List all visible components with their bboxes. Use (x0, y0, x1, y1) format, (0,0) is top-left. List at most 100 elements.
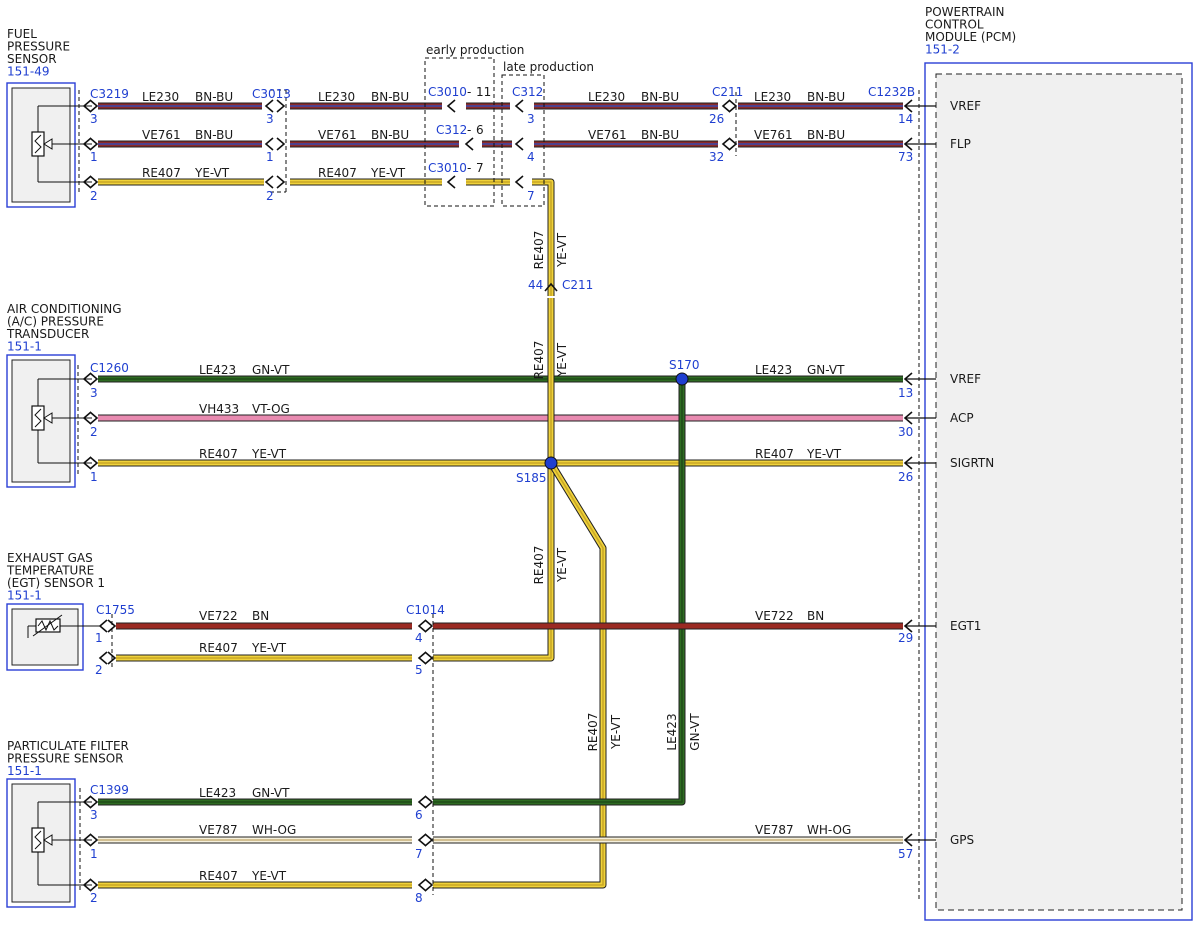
connector-arrow (82, 99, 92, 113)
pcm-module-name: POWERTRAIN (925, 5, 1005, 19)
connector-dash: - (467, 85, 471, 99)
connector-label: C211 (562, 278, 593, 292)
wire-re407-d-stripe (532, 181, 552, 296)
ac-module-ref: 151-1 (7, 340, 42, 354)
connector-arrow (89, 99, 99, 113)
connector-arrow (264, 175, 274, 189)
connector-arrow (728, 99, 738, 113)
connector-label: C3013 (252, 87, 291, 101)
pin-number: 1 (90, 847, 98, 861)
connector-arrow (89, 878, 99, 892)
pin-number: 2 (90, 891, 98, 905)
wire-color-label: YE-VT (251, 447, 287, 461)
pf-module-ref: 151-1 (7, 764, 42, 778)
wire-color-label: WH-OG (807, 823, 851, 837)
wire-color-label: BN-BU (371, 90, 409, 104)
pin-number: 3 (90, 808, 98, 822)
wire-color-label: YE-VT (555, 342, 569, 378)
connector-arrow (89, 833, 99, 847)
connector-arrow (417, 795, 427, 809)
connector-arrow (82, 456, 92, 470)
pin-number: 1 (95, 631, 103, 645)
fuel-module-ref: 151-49 (7, 65, 50, 79)
pin-number: 7 (415, 847, 423, 861)
late-production-box (501, 74, 545, 207)
pcm-pin-label: SIGRTN (950, 456, 994, 470)
connector-arrow (89, 456, 99, 470)
connector-label: 11 (476, 85, 491, 99)
egt-module-name: TEMPERATURE (6, 564, 94, 578)
fuel-pressure-sensor-icon-zig (34, 134, 42, 154)
connector-arrow (82, 175, 92, 189)
connector-arrow (82, 372, 92, 386)
wire-color-label: BN-BU (807, 128, 845, 142)
connector-dash: - (467, 161, 471, 175)
wire-circuit-label: LE230 (754, 90, 791, 104)
marks-layer (27, 99, 936, 892)
wire-circuit-label: RE407 (199, 869, 238, 883)
wire-color-label: YE-VT (251, 641, 287, 655)
connector-arrow (424, 833, 434, 847)
connector-arrow (82, 878, 92, 892)
connector-label: C1755 (96, 603, 135, 617)
connector-arrow (98, 619, 108, 633)
wire-circuit-label: VE761 (142, 128, 181, 142)
ac-module-name: TRANSDUCER (6, 327, 89, 341)
wire-re407-g (433, 461, 606, 888)
connector-arrow (721, 137, 731, 151)
pin-number: 1 (90, 150, 98, 164)
connector-arrow (107, 651, 117, 665)
pin-number: 4 (415, 631, 423, 645)
pin-number: 26 (709, 112, 724, 126)
wire-circuit-label: LE230 (142, 90, 179, 104)
connector-arrow (514, 99, 524, 113)
fuel-pressure-sensor-icon-arrow (43, 138, 53, 150)
pcm-module-name: CONTROL (925, 18, 984, 32)
pcm-pin-label: FLP (950, 137, 971, 151)
connector-arrow (417, 878, 427, 892)
wire-circuit-label: RE407 (532, 341, 546, 380)
pcm-pin-label: VREF (950, 372, 981, 386)
frames-layer (6, 57, 1193, 921)
wire-circuit-label: VE787 (755, 823, 794, 837)
wire-circuit-label: RE407 (532, 231, 546, 270)
pin-number: 30 (898, 425, 913, 439)
wire-le423-b (433, 379, 685, 805)
connector-arrow (721, 99, 731, 113)
connector-arrow (424, 878, 434, 892)
connector-label: C312 (436, 123, 467, 137)
connector-arrow (276, 175, 286, 189)
pcm-pin-label: ACP (950, 411, 974, 425)
connector-arrow (82, 411, 92, 425)
connector-label: C1232B (868, 85, 915, 99)
wire-color-label: BN-BU (371, 128, 409, 142)
pcm-inner (935, 73, 1183, 911)
connector-arrow (264, 99, 274, 113)
connector-arrow (446, 99, 456, 113)
wire-color-label: BN-BU (195, 128, 233, 142)
pf-pressure-sensor-icon-arrow (43, 834, 53, 846)
egt-sensor-box-inner (11, 608, 79, 666)
connector-arrow (107, 619, 117, 633)
pin-number: 44 (528, 278, 543, 292)
wire-color-label: YE-VT (251, 869, 287, 883)
connector-label: C1014 (406, 603, 445, 617)
wire-color-label: GN-VT (252, 363, 290, 377)
connector-label: C3010 (428, 161, 467, 175)
wire-color-label: BN (807, 609, 824, 623)
wire-color-label: BN-BU (641, 128, 679, 142)
fuel-module-name: PRESSURE (7, 40, 70, 54)
fuel-sensor-box-outer (6, 82, 76, 208)
pin-number: 1 (90, 470, 98, 484)
connector-arrow (98, 651, 108, 665)
pin-number: 13 (898, 386, 913, 400)
pin-number: 6 (415, 808, 423, 822)
wire-circuit-label: RE407 (532, 546, 546, 585)
connector-arrow (89, 795, 99, 809)
pin-number: 29 (898, 631, 913, 645)
wire-circuit-label: VE761 (588, 128, 627, 142)
connector-arrow (446, 175, 456, 189)
wire-color-label: YE-VT (555, 547, 569, 583)
